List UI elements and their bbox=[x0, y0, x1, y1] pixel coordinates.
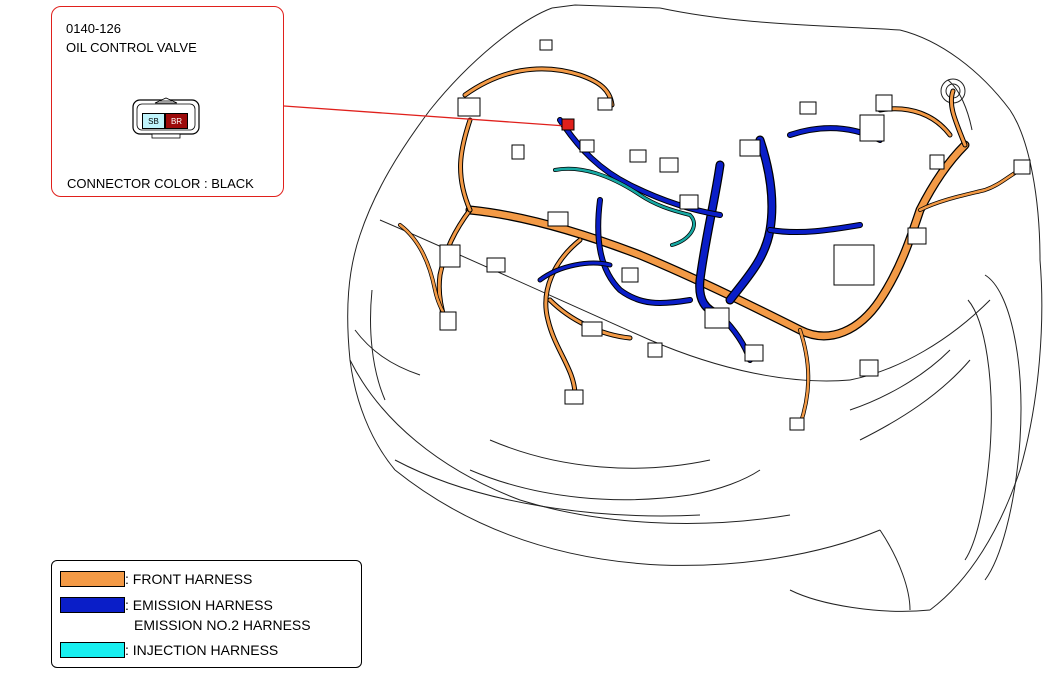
connector-blocks bbox=[439, 39, 1031, 431]
car-outline bbox=[347, 4, 1043, 612]
legend-label-emission: : EMISSION HARNESS bbox=[125, 597, 273, 613]
connector-callout: 0140-126 OIL CONTROL VALVE SB BR CONNECT… bbox=[51, 6, 284, 197]
legend-swatch-front bbox=[60, 571, 125, 587]
connector-pin-1: SB bbox=[142, 113, 165, 129]
connector-name: OIL CONTROL VALVE bbox=[66, 40, 197, 55]
connector-face-drawing: SB BR bbox=[132, 95, 200, 139]
legend-label-emission-2: EMISSION NO.2 HARNESS bbox=[134, 617, 311, 633]
front-harness bbox=[398, 66, 1022, 427]
connector-code: 0140-126 bbox=[66, 21, 121, 36]
legend-label-injection: : INJECTION HARNESS bbox=[125, 642, 279, 658]
injection-harness bbox=[553, 166, 696, 247]
connector-color-label: CONNECTOR COLOR : BLACK bbox=[67, 176, 254, 191]
legend-swatch-emission bbox=[60, 597, 125, 613]
legend-swatch-injection bbox=[60, 642, 125, 658]
connector-pin-2: BR bbox=[165, 113, 188, 129]
callout-leader-line bbox=[283, 105, 567, 127]
oil-control-valve-connector-marker bbox=[561, 118, 575, 131]
oil-control-valve-highlight bbox=[283, 105, 575, 131]
legend-label-front: : FRONT HARNESS bbox=[125, 571, 253, 587]
harness-legend: : FRONT HARNESS : EMISSION HARNESS EMISS… bbox=[51, 560, 362, 668]
